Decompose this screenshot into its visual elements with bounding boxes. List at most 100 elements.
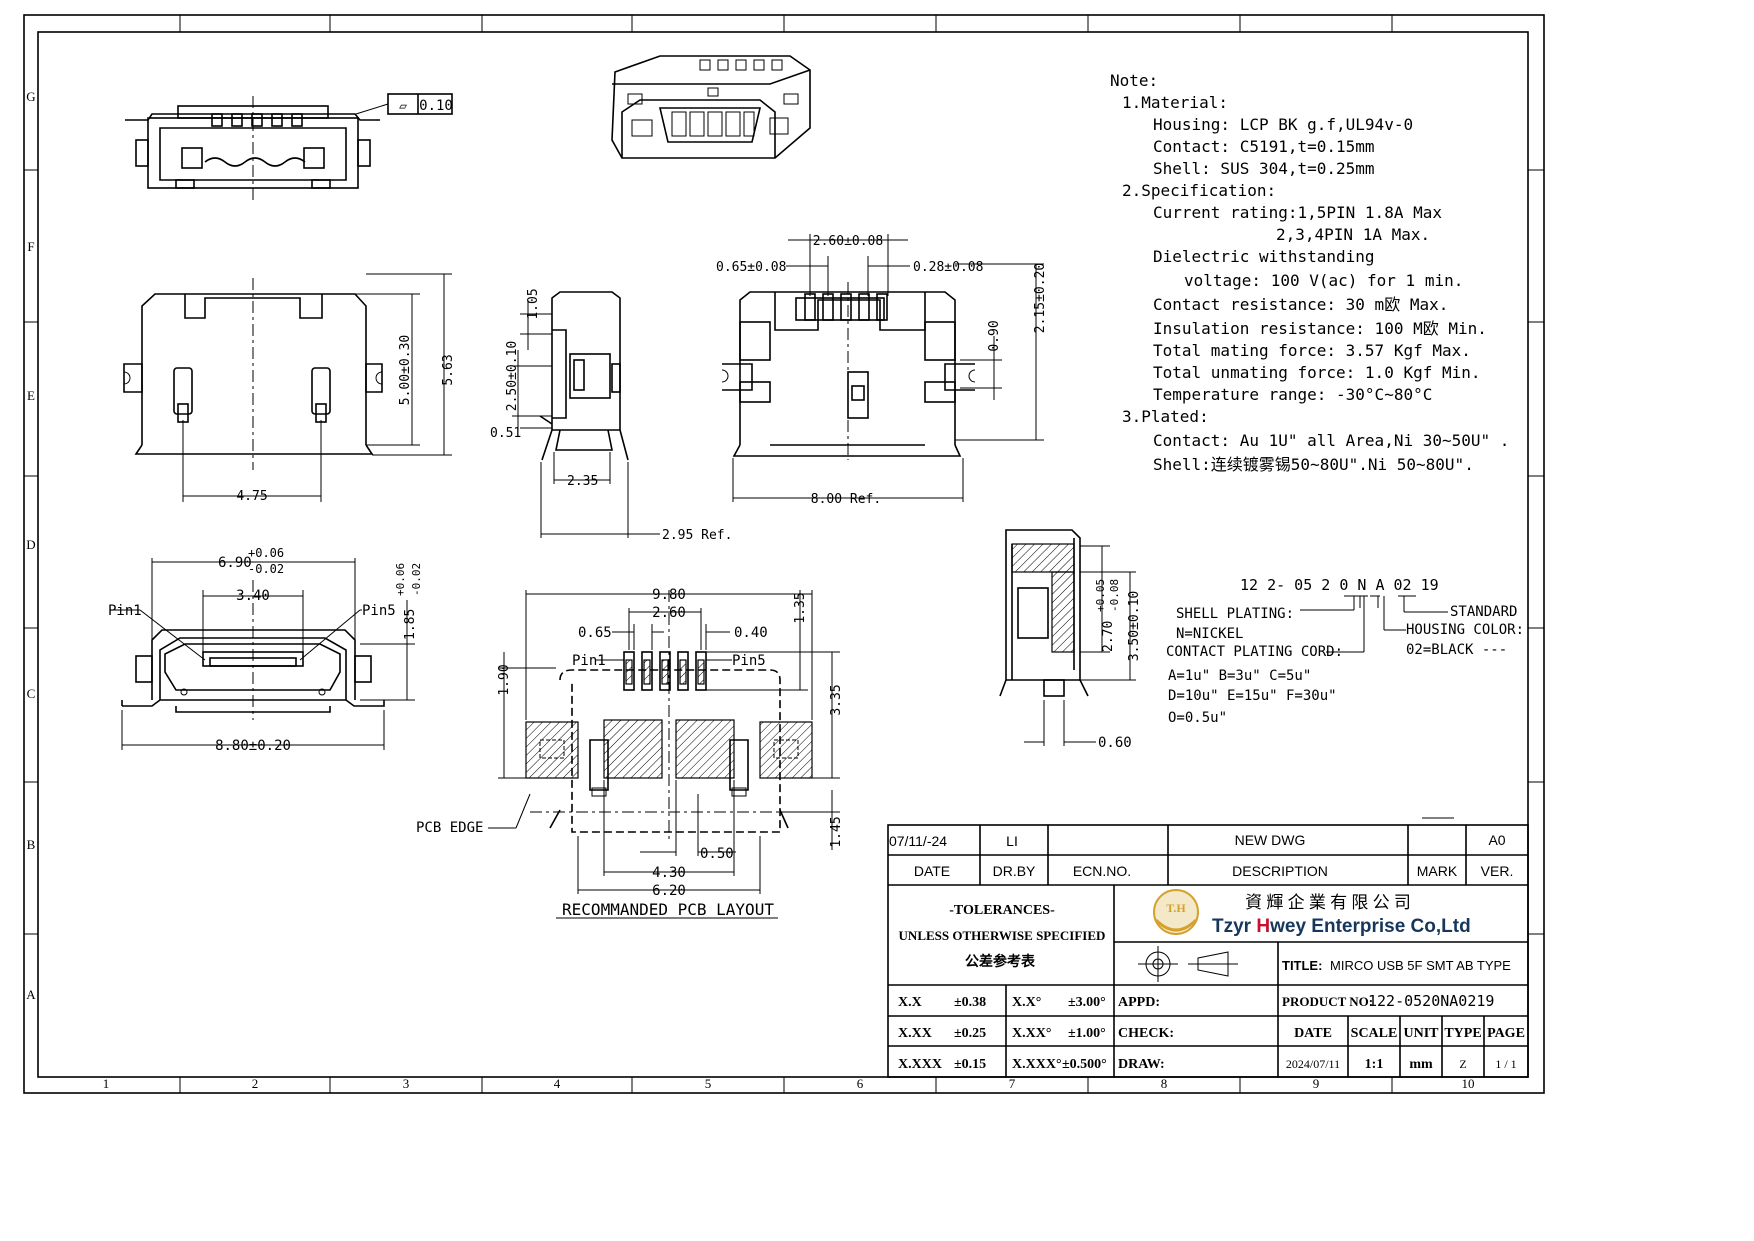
col-label: 4 bbox=[554, 1076, 561, 1091]
dim-9-80: 9.80 bbox=[652, 587, 686, 603]
note-line: Insulation resistance: 100 M欧 Min. bbox=[1153, 319, 1487, 338]
notes-heading: Note: bbox=[1110, 71, 1158, 90]
flatness-icon: ▱ bbox=[399, 99, 407, 114]
product-no-value: 122-0520NA0219 bbox=[1368, 992, 1494, 1010]
bottom-view: 2.60±0.08 0.65±0.08 0.28±0.08 2.15±0.20 … bbox=[716, 234, 1048, 507]
rev-version: A0 bbox=[1488, 832, 1505, 848]
dim-0-90: 0.90 bbox=[987, 320, 1002, 351]
dim-6-20: 6.20 bbox=[652, 883, 686, 899]
col-label: 1 bbox=[103, 1076, 110, 1091]
header-version: VER. bbox=[1481, 863, 1514, 879]
mating-view: 6.90 +0.06 -0.02 3.40 Pin1 Pin5 1.85 +0.… bbox=[108, 546, 423, 754]
tol-row2-c: X.XX° bbox=[1012, 1026, 1051, 1041]
dim-6-90-tol-dn: -0.02 bbox=[248, 562, 284, 576]
col-label: 3 bbox=[403, 1076, 410, 1091]
title-label: TITLE: bbox=[1282, 958, 1322, 973]
header-ecn: ECN.NO. bbox=[1073, 863, 1131, 879]
drawn-label: DRAW: bbox=[1118, 1057, 1165, 1072]
dim-2-60: 2.60±0.08 bbox=[813, 234, 883, 249]
dim-1-45: 1.45 bbox=[829, 816, 844, 847]
dim-2-70-tol-dn: -0.08 bbox=[1108, 579, 1121, 612]
plating-options-1: A=1u" B=3u" C=5u" bbox=[1168, 668, 1311, 684]
dim-3-35: 3.35 bbox=[829, 684, 844, 715]
part-code: 12 2- 05 2 0 N A 02 19 bbox=[1240, 576, 1439, 594]
note-line: Current rating:1,5PIN 1.8A Max bbox=[1153, 203, 1442, 222]
dim-1-85-tol-dn: -0.02 bbox=[410, 563, 423, 596]
drawing-page: 1 / 1 bbox=[1495, 1057, 1516, 1071]
row-label: E bbox=[27, 388, 35, 403]
dim-0-51: 0.51 bbox=[490, 426, 521, 441]
front-end-view: ▱ 0.10 bbox=[125, 93, 453, 200]
dim-1-85-tol-up: +0.06 bbox=[394, 563, 407, 596]
part-number-code: 12 2- 05 2 0 N A 02 19 SHELL PLATING: N=… bbox=[1166, 576, 1524, 726]
side-view: 1.05 2.50±0.10 0.51 2.35 2.95 Ref. bbox=[490, 288, 732, 543]
drawing-unit: mm bbox=[1409, 1057, 1433, 1072]
col-label: 10 bbox=[1462, 1076, 1475, 1091]
tol-row2-b: ±0.25 bbox=[954, 1026, 986, 1041]
flatness-value: 0.10 bbox=[419, 98, 453, 114]
drawing-date: 2024/07/11 bbox=[1286, 1057, 1340, 1071]
tol-row1-a: X.X bbox=[898, 995, 922, 1010]
plating-options-2: D=10u" E=15u" F=30u" bbox=[1168, 688, 1337, 704]
dim-2-60: 2.60 bbox=[652, 605, 686, 621]
plating-options-3: O=0.5u" bbox=[1168, 710, 1227, 726]
header-drawn-by: DR.BY bbox=[993, 863, 1036, 879]
dim-2-35: 2.35 bbox=[567, 474, 598, 489]
header-unit: UNIT bbox=[1403, 1026, 1439, 1041]
standard-label: STANDARD bbox=[1450, 604, 1517, 620]
note-line: Contact: Au 1U" all Area,Ni 30~50U" . bbox=[1153, 431, 1509, 450]
pin1-label: Pin1 bbox=[108, 603, 142, 619]
tol-row3-a: X.XXX bbox=[898, 1057, 942, 1072]
row-label: F bbox=[27, 239, 34, 254]
row-label: G bbox=[26, 89, 35, 104]
note-line: Total mating force: 3.57 Kgf Max. bbox=[1153, 341, 1471, 360]
dim-8-00: 8.00 Ref. bbox=[811, 492, 881, 507]
dim-1-05: 1.05 bbox=[526, 288, 541, 319]
note-line: Temperature range: -30°C~80°C bbox=[1153, 385, 1432, 404]
row-label: B bbox=[27, 837, 36, 852]
col-label: 6 bbox=[857, 1076, 864, 1091]
company-logo: T.H bbox=[1153, 889, 1199, 935]
dim-2-95: 2.95 Ref. bbox=[662, 528, 732, 543]
pcb-pin1-label: Pin1 bbox=[572, 653, 606, 669]
nickel-option: N=NICKEL bbox=[1176, 626, 1243, 642]
tolerances-unless: UNLESS OTHERWISE SPECIFIED bbox=[899, 928, 1106, 943]
housing-black-option: 02=BLACK --- bbox=[1406, 642, 1507, 658]
shell-plating-label: SHELL PLATING: bbox=[1176, 606, 1294, 622]
isometric-view bbox=[611, 55, 811, 159]
note-line: 3.Plated: bbox=[1122, 407, 1209, 426]
title-value: MIRCO USB 5F SMT AB TYPE bbox=[1330, 958, 1511, 973]
pcb-caption: RECOMMANDED PCB LAYOUT bbox=[562, 900, 774, 919]
note-line: Contact resistance: 30 m欧 Max. bbox=[1153, 295, 1448, 314]
pcb-edge-label: PCB EDGE bbox=[416, 820, 483, 836]
dim-3-50: 3.50±0.10 bbox=[1127, 591, 1142, 661]
tol-row1-c: X.X° bbox=[1012, 995, 1041, 1010]
dim-3-40: 3.40 bbox=[236, 588, 270, 604]
dim-1-85: 1.85 bbox=[403, 609, 418, 640]
drawing-sheet: 1 2 3 4 5 6 7 8 9 10 G F E D C B A bbox=[23, 14, 1545, 1094]
dim-4-30: 4.30 bbox=[652, 865, 686, 881]
projection-symbol-icon bbox=[1138, 946, 1238, 982]
note-line: 2,3,4PIN 1A Max. bbox=[1276, 225, 1430, 244]
dim-5-63: 5.63 bbox=[441, 354, 456, 385]
drawing-type: Z bbox=[1459, 1057, 1466, 1071]
col-label: 7 bbox=[1009, 1076, 1016, 1091]
dim-0-28: 0.28±0.08 bbox=[913, 260, 983, 275]
tolerances-cn: 公差参考表 bbox=[965, 953, 1036, 970]
dim-1-35: 1.35 bbox=[793, 592, 808, 623]
dim-2-50: 2.50±0.10 bbox=[505, 341, 520, 411]
dim-0-40: 0.40 bbox=[734, 625, 768, 641]
sheet-border: 1 2 3 4 5 6 7 8 9 10 G F E D C B A bbox=[23, 14, 1545, 1094]
tol-row1-b: ±0.38 bbox=[954, 995, 986, 1010]
contact-plating-label: CONTACT PLATING CORD: bbox=[1166, 644, 1343, 660]
company-name-cn: 資 輝 企 業 有 限 公 司 bbox=[1245, 893, 1411, 912]
section-view: 2.70 +0.05 -0.08 3.50±0.10 0.60 bbox=[999, 529, 1142, 751]
logo-text: T.H bbox=[1166, 901, 1186, 915]
header-date: DATE bbox=[914, 863, 950, 879]
tol-row2-a: X.XX bbox=[898, 1026, 932, 1041]
dim-0-65: 0.65±0.08 bbox=[716, 260, 786, 275]
title-block: 07/11/-24 LI NEW DWG A0 DATE DR.BY ECN.N… bbox=[887, 817, 1529, 1078]
dim-0-60: 0.60 bbox=[1098, 735, 1132, 751]
pcb-layout: 9.80 2.60 0.65 0.40 1.35 1.90 3.35 1.45 … bbox=[416, 587, 844, 919]
note-line: Housing: LCP BK g.f,UL94v-0 bbox=[1153, 115, 1413, 134]
